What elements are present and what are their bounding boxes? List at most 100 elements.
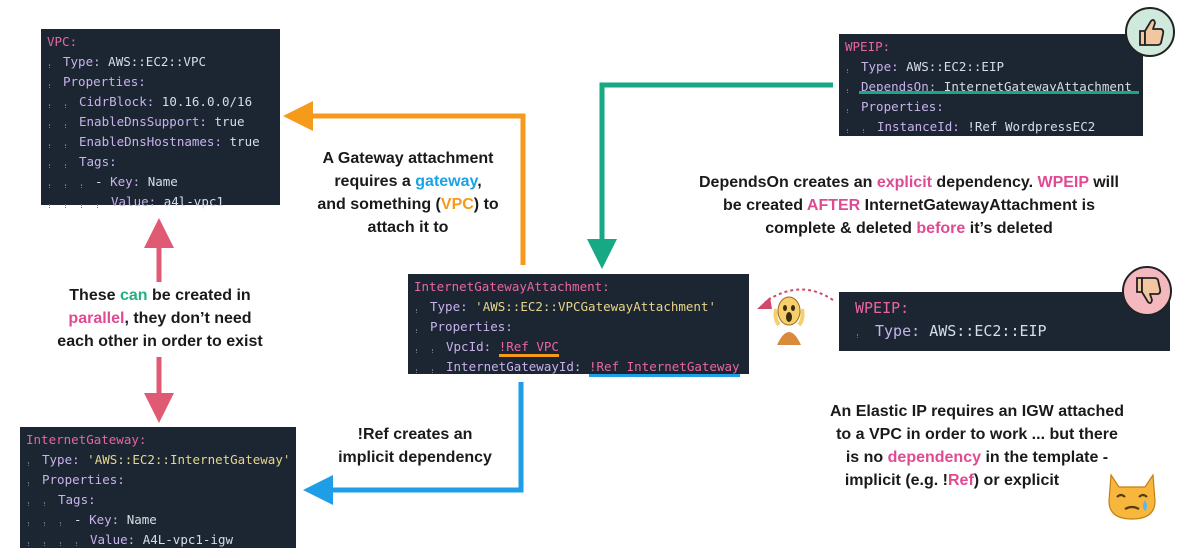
igw-tag-key-key: Key: bbox=[89, 512, 120, 527]
eip-note-line-4: implicit (e.g. !Ref) or explicit bbox=[797, 469, 1157, 492]
wpeip-instanceid-value: !Ref WordpressEC2 bbox=[967, 119, 1096, 134]
eip-text-2: in the template - bbox=[981, 449, 1109, 466]
wpeip-good-properties-key: Properties: bbox=[861, 99, 944, 114]
parallel-text-2: be created in bbox=[147, 287, 251, 304]
parallel-note-line-2: parallel, they don’t need bbox=[30, 307, 290, 330]
gateway-word: gateway bbox=[415, 173, 478, 190]
depends-text-5: InternetGatewayAttachment is bbox=[860, 197, 1095, 214]
attachment-vpcid-key: VpcId: bbox=[446, 339, 492, 354]
ref-note-line-2: implicit dependency bbox=[338, 449, 492, 466]
vpc-cidr-key: CidrBlock: bbox=[79, 94, 155, 109]
igw-tag-dash: - bbox=[74, 512, 90, 527]
ref-note-line-1: !Ref creates an bbox=[357, 426, 473, 443]
vpc-type-key: Type: bbox=[63, 54, 101, 69]
gateway-attachment-note: A Gateway attachment requires a gateway,… bbox=[302, 147, 514, 239]
vpc-properties-key: Properties: bbox=[63, 74, 146, 89]
igw-line-name: InternetGateway: bbox=[26, 432, 147, 447]
igw-tag-value-value: A4L-vpc1-igw bbox=[142, 532, 233, 547]
vpc-code-block: VPC: Type: AWS::EC2::VPC Properties: Cid… bbox=[41, 29, 280, 209]
vpc-line-name: VPC: bbox=[47, 34, 78, 49]
eip-note-line-2: to a VPC in order to work ... but there bbox=[836, 426, 1118, 443]
attachment-type-key: Type: bbox=[430, 299, 468, 314]
attachment-igwid-key: InternetGatewayId: bbox=[446, 359, 582, 374]
blue-arrow bbox=[303, 382, 524, 505]
eip-text-1: is no bbox=[845, 449, 888, 466]
gateway-note-text-3: ) to bbox=[473, 196, 499, 213]
can-word: can bbox=[119, 287, 148, 304]
gateway-note-line-4: attach it to bbox=[367, 219, 449, 236]
parallel-note: These can be created in parallel, they d… bbox=[30, 284, 290, 353]
vpc-tag-key-key: Key: bbox=[110, 174, 141, 189]
eip-note-line-1: An Elastic IP requires an IGW attached bbox=[829, 403, 1124, 420]
vpc-word: VPC bbox=[440, 196, 474, 213]
wpeip-dependson-key: DependsOn: bbox=[861, 79, 937, 94]
wpeip-instanceid-key: InstanceId: bbox=[877, 119, 960, 134]
green-arrow bbox=[587, 82, 833, 269]
wpeip-dependson-value: InternetGatewayAttachment bbox=[943, 79, 1132, 94]
after-word: AFTER bbox=[806, 197, 861, 214]
gateway-note-line-2: requires a gateway, bbox=[302, 170, 514, 193]
dependson-underline bbox=[859, 91, 1139, 94]
wpeip-good-line-name: WPEIP: bbox=[845, 39, 891, 54]
vpc-tag-key-value: Name bbox=[147, 174, 178, 189]
thumbs-up-icon bbox=[1125, 7, 1175, 57]
gateway-note-comma: , bbox=[477, 173, 482, 190]
orange-arrow bbox=[283, 101, 526, 265]
igw-tag-value-key: Value: bbox=[90, 532, 136, 547]
depends-note-line-2: be created AFTER InternetGatewayAttachme… bbox=[656, 194, 1162, 217]
igw-properties-key: Properties: bbox=[42, 472, 125, 487]
scream-emoji-icon bbox=[773, 295, 805, 347]
depends-text-4: be created bbox=[723, 197, 807, 214]
attachment-vpcid-value: !Ref VPC bbox=[498, 339, 559, 357]
vpc-dnshostnames-value: true bbox=[229, 134, 260, 149]
gateway-note-line-3: and something (VPC) to bbox=[302, 193, 514, 216]
wpeip-bad-line-name: WPEIP: bbox=[855, 299, 910, 317]
gateway-note-text: requires a bbox=[334, 173, 416, 190]
attachment-properties-key: Properties: bbox=[430, 319, 513, 334]
dotted-arrow-head bbox=[757, 297, 772, 309]
parallel-text-3: , they don’t need bbox=[124, 310, 252, 327]
crying-cat-emoji-icon bbox=[1103, 471, 1161, 521]
depends-text-1: DependsOn creates an bbox=[698, 174, 877, 191]
depends-text-7: it’s deleted bbox=[965, 220, 1053, 237]
igw-tags-key: Tags: bbox=[58, 492, 96, 507]
thumbs-down-icon bbox=[1122, 266, 1172, 316]
parallel-note-line-1: These can be created in bbox=[30, 284, 290, 307]
attachment-type-value: 'AWS::EC2::VPCGatewayAttachment' bbox=[475, 299, 716, 314]
parallel-note-line-3: each other in order to exist bbox=[57, 333, 263, 350]
before-word: before bbox=[916, 220, 966, 237]
vpc-tag-value-key: Value: bbox=[111, 194, 157, 209]
wpeip-bad-type-value: AWS::EC2::EIP bbox=[929, 322, 1047, 340]
attachment-igwid-value: !Ref InternetGateway bbox=[589, 359, 740, 377]
vpc-tags-key: Tags: bbox=[79, 154, 117, 169]
vpc-tag-value-value: a4l-vpc1 bbox=[163, 194, 224, 209]
wpeip-good-type-value: AWS::EC2::EIP bbox=[906, 59, 1005, 74]
depends-text-3: will bbox=[1088, 174, 1119, 191]
vpc-cidr-value: 10.16.0.0/16 bbox=[161, 94, 253, 109]
ref-implicit-note: !Ref creates an implicit dependency bbox=[325, 423, 505, 469]
wpeip-bad-type-key: Type: bbox=[875, 322, 921, 340]
igw-type-value: 'AWS::EC2::InternetGateway' bbox=[87, 452, 291, 467]
vpc-tag-dash: - bbox=[95, 174, 111, 189]
depends-text-6: complete & deleted bbox=[765, 220, 917, 237]
vpc-dnshostnames-key: EnableDnsHostnames: bbox=[79, 134, 222, 149]
attachment-line-name: InternetGatewayAttachment: bbox=[414, 279, 610, 294]
dependency-word: dependency bbox=[887, 449, 981, 466]
igw-type-key: Type: bbox=[42, 452, 80, 467]
wpeip-good-type-key: Type: bbox=[861, 59, 899, 74]
depends-text-2: dependency. bbox=[931, 174, 1038, 191]
depends-note-line-3: complete & deleted before it’s deleted bbox=[656, 217, 1162, 240]
wpeip-dependson-code-block: WPEIP: Type: AWS::EC2::EIP DependsOn: In… bbox=[839, 34, 1143, 136]
vpc-dnssupport-value: true bbox=[214, 114, 245, 129]
dotted-curve-arrow bbox=[764, 288, 834, 303]
wpeip-word: WPEIP bbox=[1037, 174, 1089, 191]
attachment-code-block: InternetGatewayAttachment: Type: 'AWS::E… bbox=[408, 274, 749, 377]
gateway-note-line-1: A Gateway attachment bbox=[322, 150, 494, 167]
wpeip-no-dependency-code-block: WPEIP: Type: AWS::EC2::EIP bbox=[839, 292, 1170, 351]
gateway-note-text-2: and something ( bbox=[317, 196, 441, 213]
elastic-ip-note: An Elastic IP requires an IGW attached t… bbox=[797, 400, 1157, 492]
dependson-explicit-note: DependsOn creates an explicit dependency… bbox=[656, 171, 1162, 240]
parallel-text-1: These bbox=[69, 287, 120, 304]
vpc-type-value: AWS::EC2::VPC bbox=[108, 54, 207, 69]
